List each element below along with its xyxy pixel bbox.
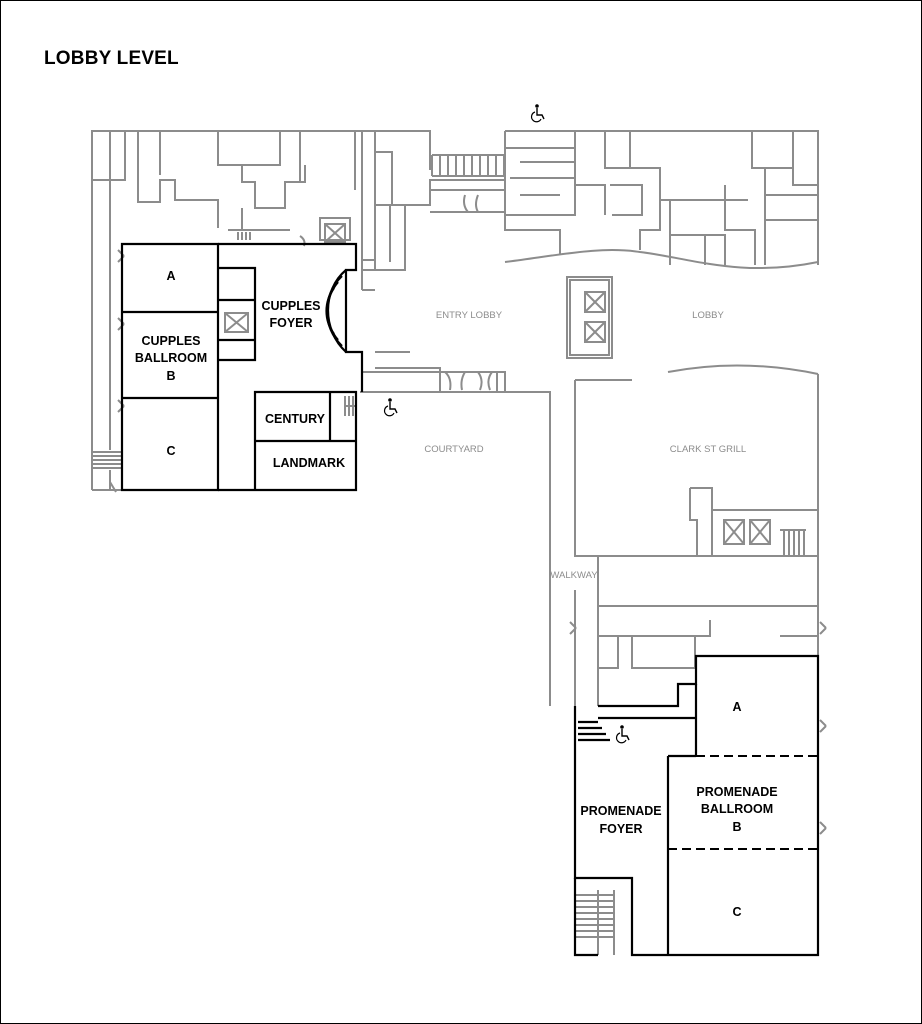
- room-label-cupples-foyer-1: CUPPLES: [261, 299, 320, 313]
- area-label-clark-st-grill: CLARK ST GRILL: [670, 444, 746, 455]
- elevator-icon: [224, 223, 771, 545]
- room-label-century: CENTURY: [265, 412, 326, 426]
- stairs-icon: [92, 154, 806, 955]
- room-label-promenade-ballroom-1: PROMENADE: [696, 785, 777, 799]
- room-label-cupples-ballroom-1: CUPPLES: [141, 334, 200, 348]
- room-label-promenade-foyer-1: PROMENADE: [580, 804, 661, 818]
- area-label-entry-lobby: ENTRY LOBBY: [436, 310, 503, 321]
- cupples-meeting-rooms: [120, 242, 364, 492]
- room-label-landmark: LANDMARK: [273, 456, 345, 470]
- area-label-walkway: WALKWAY: [550, 570, 598, 581]
- wheelchair-icon: [384, 104, 630, 744]
- room-label-promenade-a: A: [732, 700, 741, 714]
- building-outline: [91, 130, 819, 706]
- room-label-promenade-ballroom-2: BALLROOM: [701, 802, 773, 816]
- room-label-cupples-foyer-2: FOYER: [269, 316, 312, 330]
- room-label-promenade-foyer-2: FOYER: [599, 822, 642, 836]
- map-title: LOBBY LEVEL: [44, 48, 179, 69]
- room-label-cupples-ballroom-2: BALLROOM: [135, 351, 207, 365]
- room-label-promenade-ballroom-3: B: [732, 820, 741, 834]
- room-label-cupples-a: A: [166, 269, 175, 283]
- room-label-cupples-c: C: [166, 444, 175, 458]
- room-label-cupples-ballroom-3: B: [166, 369, 175, 383]
- area-label-courtyard: COURTYARD: [424, 444, 483, 455]
- room-label-promenade-c: C: [732, 905, 741, 919]
- promenade-meeting-rooms: [573, 654, 820, 957]
- area-label-lobby: LOBBY: [692, 310, 724, 321]
